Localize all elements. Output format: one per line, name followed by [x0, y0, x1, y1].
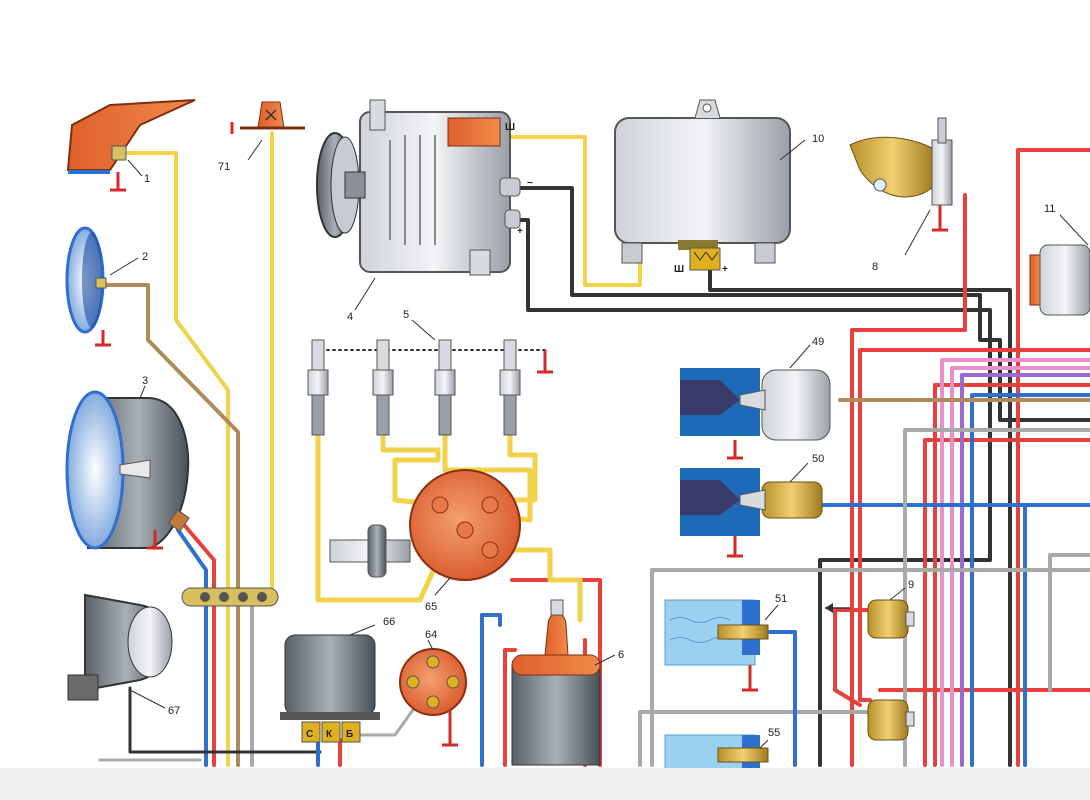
headlamp-2: 2	[65, 226, 148, 347]
sender-9: 9	[825, 579, 915, 741]
sensor-50: 50	[680, 453, 824, 558]
terminal-block	[181, 587, 279, 607]
level-sensor-55: 55	[664, 727, 780, 771]
label-6: 6	[618, 649, 624, 661]
distributor-65: 65	[329, 469, 521, 613]
label-65: 65	[425, 601, 437, 613]
gen-terminal-plus: +	[517, 226, 523, 237]
label-5: 5	[403, 309, 409, 321]
label-55: 55	[768, 727, 780, 739]
label-3: 3	[142, 375, 148, 387]
side-marker-lamp-1: 1	[66, 99, 196, 192]
label-71: 71	[218, 161, 230, 173]
label-50: 50	[812, 453, 824, 465]
label-51: 51	[775, 593, 787, 605]
spark-plugs-5: 5	[307, 309, 553, 436]
label-64: 64	[425, 629, 437, 641]
label-4: 4	[347, 311, 353, 323]
reg-terminal-sh: Ш	[674, 264, 684, 275]
page-bottom-edge	[0, 768, 1090, 800]
relay-terminal-s: С	[306, 729, 313, 740]
gen-terminal-minus: −	[527, 178, 533, 189]
label-66: 66	[383, 616, 395, 628]
lamp-71: 71	[218, 101, 305, 173]
relay-terminal-b: Б	[346, 729, 353, 740]
level-sensor-51: 51	[664, 593, 787, 692]
label-2: 2	[142, 251, 148, 263]
reg-terminal-plus: +	[722, 264, 728, 275]
relay-terminal-k: К	[326, 729, 333, 740]
label-10: 10	[812, 133, 824, 145]
label-9: 9	[908, 579, 914, 591]
generator-4: 4 Ш − +	[316, 99, 533, 323]
label-49: 49	[812, 336, 824, 348]
label-1: 1	[144, 173, 150, 185]
horn-67: 67	[67, 593, 180, 717]
lamp-8: 8	[849, 117, 953, 273]
gen-terminal-sh: Ш	[505, 122, 515, 133]
wiring-harness	[98, 131, 1090, 767]
voltage-regulator-10: 10 Ш +	[614, 99, 824, 275]
connector-64: 64	[399, 629, 467, 747]
turn-signal-11: 11	[1029, 203, 1090, 316]
label-11: 11	[1044, 203, 1055, 215]
label-67: 67	[168, 705, 180, 717]
sensor-49: 49	[680, 336, 831, 460]
label-8: 8	[872, 261, 878, 273]
ignition-coil-6: 6	[511, 599, 624, 766]
relay-66: С К Б 66	[280, 616, 395, 743]
headlamp-3: 3	[65, 375, 190, 550]
